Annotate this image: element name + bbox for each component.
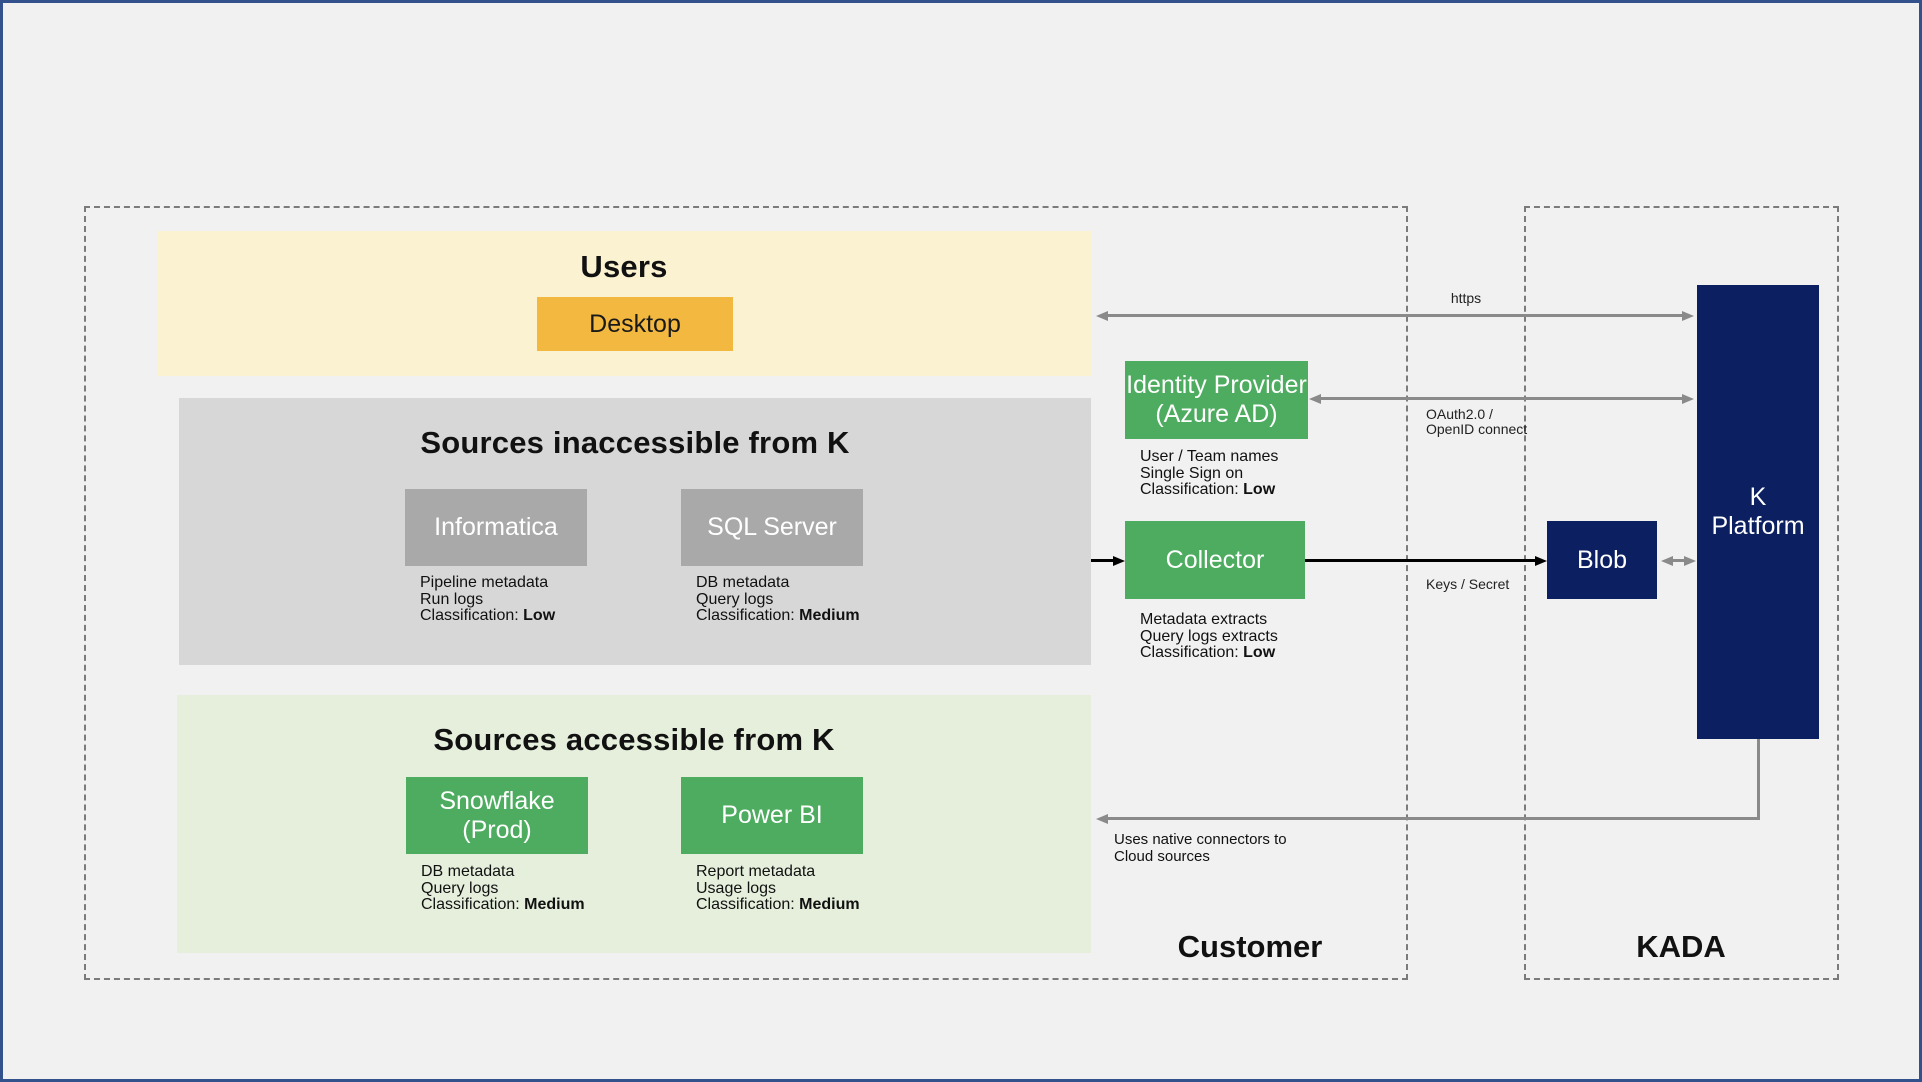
detail-line: Query logs extracts <box>1140 627 1278 645</box>
collector-node: Collector <box>1125 521 1305 599</box>
snowflake-node: Snowflake (Prod) <box>406 777 588 854</box>
customer-region-label: Customer <box>1177 929 1323 964</box>
sources-to-collector-line <box>1091 559 1114 562</box>
sql-server-details: DB metadata Query logs Classification: M… <box>696 574 860 625</box>
kplatform-native-arrow-horizontal <box>1107 817 1760 820</box>
detail-line: DB metadata <box>421 863 515 880</box>
detail-line: User / Team names <box>1140 448 1279 465</box>
detail-line: Metadata extracts <box>1140 611 1268 628</box>
https-arrow-line <box>1107 314 1683 317</box>
k-platform-node: K Platform <box>1697 285 1819 739</box>
kplatform-native-arrow-vertical <box>1757 739 1760 820</box>
oauth-label: OAuth2.0 / OpenID connect <box>1426 406 1528 437</box>
collector-to-blob-arrowhead <box>1535 556 1547 566</box>
collector-details: Metadata extracts Query logs extracts Cl… <box>1140 611 1278 662</box>
sql-server-node: SQL Server <box>681 489 863 566</box>
classification-value: Low <box>1243 481 1276 498</box>
classification-value: Medium <box>799 896 860 913</box>
detail-line: Query logs <box>696 590 774 608</box>
power-bi-node: Power BI <box>681 777 863 854</box>
classification-value: Low <box>523 607 556 624</box>
detail-line: Query logs <box>421 879 499 897</box>
classification-line: Classification: Low <box>1140 481 1276 498</box>
kplatform-native-arrowhead <box>1096 814 1108 824</box>
kada-region-label: KADA <box>1636 929 1726 964</box>
sources-accessible-title: Sources accessible from K <box>433 722 835 757</box>
classification-line: Classification: Medium <box>421 896 585 913</box>
classification-line: Classification: Low <box>420 607 556 624</box>
classification-value: Medium <box>799 607 860 624</box>
detail-line: DB metadata <box>696 574 790 591</box>
sources-inaccessible-band: Sources inaccessible from K Informatica … <box>179 398 1091 665</box>
classification-line: Classification: Medium <box>696 607 860 624</box>
blob-kplatform-arrowhead-left <box>1661 556 1673 566</box>
users-band: Users Desktop <box>157 231 1091 376</box>
classification-value: Low <box>1243 644 1276 661</box>
detail-line: Report metadata <box>696 863 816 880</box>
oauth-arrowhead-right <box>1682 394 1694 404</box>
blob-kplatform-arrowhead-right <box>1684 556 1696 566</box>
classification-line: Classification: Medium <box>696 896 860 913</box>
identity-provider-details: User / Team names Single Sign on Classif… <box>1140 448 1279 499</box>
snowflake-details: DB metadata Query logs Classification: M… <box>421 863 585 914</box>
blob-node: Blob <box>1547 521 1657 599</box>
https-label: https <box>1450 290 1482 306</box>
classification-value: Medium <box>524 896 585 913</box>
informatica-details: Pipeline metadata Run logs Classificatio… <box>420 574 556 625</box>
collector-to-blob-line <box>1305 559 1536 562</box>
native-connectors-label: Uses native connectors to Cloud sources <box>1114 831 1287 865</box>
detail-line: Pipeline metadata <box>420 574 549 591</box>
sources-to-collector-arrowhead <box>1113 556 1125 566</box>
power-bi-details: Report metadata Usage logs Classificatio… <box>696 863 860 914</box>
blob-kplatform-line <box>1671 559 1685 562</box>
oauth-arrowhead-left <box>1309 394 1321 404</box>
https-arrowhead-right <box>1682 311 1694 321</box>
https-arrowhead-left <box>1096 311 1108 321</box>
detail-line: Run logs <box>420 590 484 608</box>
desktop-node: Desktop <box>537 297 733 351</box>
users-band-title: Users <box>580 249 668 284</box>
kada-boundary <box>1524 206 1839 980</box>
classification-line: Classification: Low <box>1140 644 1276 661</box>
sources-inaccessible-title: Sources inaccessible from K <box>420 425 850 460</box>
oauth-arrow-line <box>1320 397 1683 400</box>
identity-provider-node: Identity Provider (Azure AD) <box>1125 361 1308 439</box>
detail-line: Single Sign on <box>1140 464 1244 482</box>
customer-boundary <box>84 206 1408 980</box>
detail-line: Usage logs <box>696 879 777 897</box>
keys-secret-label: Keys / Secret <box>1426 576 1510 592</box>
informatica-node: Informatica <box>405 489 587 566</box>
sources-accessible-band: Sources accessible from K Snowflake (Pro… <box>177 695 1091 953</box>
